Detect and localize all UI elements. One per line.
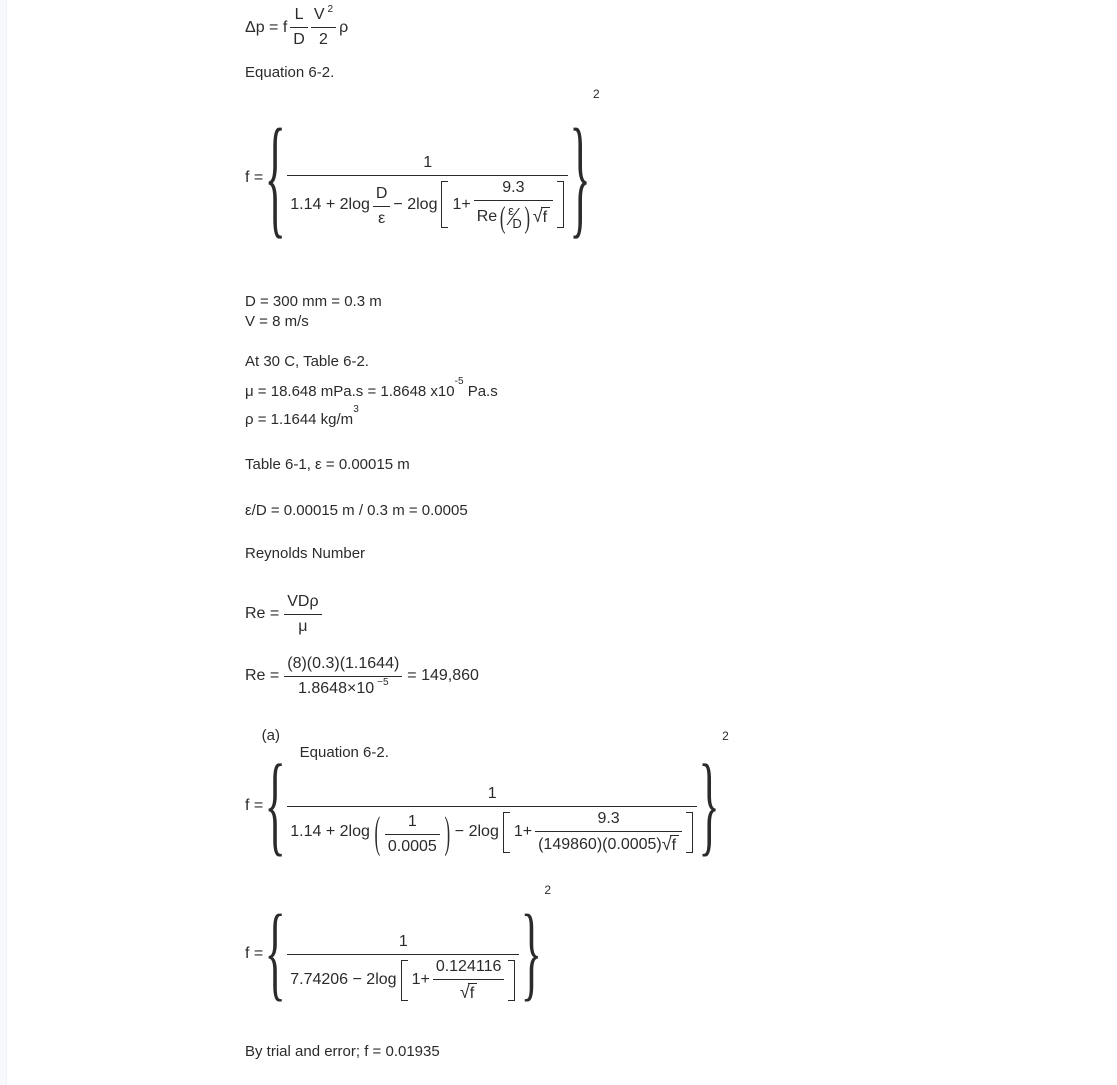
exponent: 2 — [327, 3, 334, 15]
fraction-bar — [372, 206, 391, 207]
reynolds-result: = 149,860 — [407, 667, 479, 684]
part-a-caption: Equation 6-2. — [299, 744, 389, 761]
exponent: -5 — [454, 376, 464, 387]
fraction-bar — [284, 613, 322, 615]
friction-equation-numeric: f = { 1 1.14 + 2log ( 1 0.0005 ) − 2log … — [245, 729, 729, 880]
friction-eq-lhs: f = — [245, 797, 264, 814]
friction-equation-reduced: f = { 1 7.74206 − 2log 1+ 0.124116 √ f — [245, 883, 552, 1022]
reynolds-definition-equation: Re = VDρ μ — [245, 585, 322, 643]
right-curly-brace: } — [569, 101, 591, 252]
given-d-line: D = 300 mm = 0.3 m — [245, 293, 382, 310]
fraction-D-over-eps: D ε — [372, 185, 391, 228]
viscosity-line: μ = 18.648 mPa.s = 1.8648 x10-5 Pa.s — [245, 376, 498, 400]
main-fraction: 1 7.74206 − 2log 1+ 0.124116 √ f — [287, 933, 520, 1003]
left-square-bracket — [441, 181, 449, 228]
fraction-bar — [473, 200, 554, 201]
sqrt-f: √ f — [459, 982, 478, 1003]
sqrt-f: √ f — [532, 206, 551, 227]
relative-roughness-line: ε/D = 0.00015 m / 0.3 m = 0.0005 — [245, 502, 468, 519]
given-v-line: V = 8 m/s — [245, 313, 309, 330]
right-paren: ) — [444, 807, 451, 858]
right-curly-brace: } — [698, 742, 720, 868]
fraction-bar — [287, 175, 569, 176]
left-curly-brace: { — [264, 894, 286, 1012]
reynolds-calculation-equation: Re = (8)(0.3)(1.1644) 1.8648×10−5 = 149,… — [245, 654, 479, 698]
right-curly-brace: } — [520, 894, 542, 1012]
fraction-VDrho-over-mu: VDρ μ — [284, 593, 322, 636]
properties-header: At 30 C, Table 6-2. — [245, 353, 369, 370]
exponent: −5 — [377, 677, 389, 688]
fraction-1-over-00005: 1 0.0005 — [384, 813, 440, 856]
right-paren: ) — [524, 199, 531, 235]
outer-exponent: 2 — [593, 87, 600, 101]
left-square-bracket — [400, 960, 408, 1001]
page-left-edge — [0, 0, 7, 1085]
fraction-bar — [535, 831, 683, 833]
friction-eq-lhs: f = — [245, 945, 264, 962]
outer-exponent: 2 — [722, 729, 729, 743]
part-a-line: (a) Equation 6-2. — [245, 710, 389, 778]
left-curly-brace: { — [264, 742, 286, 868]
denominator: 1.14 + 2log D ε − 2log 1+ 9.3 Re ( — [287, 179, 568, 235]
fraction-L-over-D: L D — [290, 6, 308, 49]
pressure-eq-rho: ρ — [339, 18, 349, 36]
fraction-bar — [384, 833, 440, 835]
fraction-bar — [287, 806, 698, 808]
left-square-bracket — [502, 812, 510, 853]
inner-fraction: 0.124116 √ f — [432, 958, 505, 1003]
eps-over-D-slanted: ε ∕ D — [508, 202, 522, 231]
fraction-bar — [310, 27, 337, 28]
radical-icon: √ — [661, 834, 672, 855]
inner-fraction: 9.3 Re ( ε ∕ D ) √ f — [473, 179, 554, 235]
outer-exponent: 2 — [544, 883, 552, 897]
left-paren: ( — [499, 199, 506, 235]
equation-6-2-caption: Equation 6-2. — [245, 64, 335, 81]
exponent: 3 — [353, 404, 359, 415]
right-square-bracket — [686, 812, 694, 853]
denominator: 1.14 + 2log ( 1 0.0005 ) − 2log 1+ 9.3 (… — [287, 807, 697, 858]
right-square-bracket — [557, 181, 565, 228]
radical-icon: √ — [459, 982, 470, 1003]
fraction-bar — [284, 675, 403, 677]
sqrt-f: √ f — [661, 834, 680, 855]
roughness-line: Table 6-1, ε = 0.00015 m — [245, 456, 410, 473]
part-a-label: (a) — [261, 727, 281, 744]
reynolds-header: Reynolds Number — [245, 545, 366, 562]
fraction-bar — [287, 954, 520, 956]
main-fraction: 1 1.14 + 2log ( 1 0.0005 ) − 2log 1+ 9.3 — [287, 785, 698, 858]
pressure-eq-lhs: Δp = f — [245, 18, 288, 36]
fraction-bar — [432, 979, 505, 981]
reynolds-fraction: (8)(0.3)(1.1644) 1.8648×10−5 — [284, 655, 403, 698]
friction-equation-general: f = { 1 1.14 + 2log D ε − 2log 1+ 9.3 — [245, 87, 600, 266]
conclusion-line: By trial and error; f = 0.01935 — [245, 1043, 440, 1060]
denominator: 7.74206 − 2log 1+ 0.124116 √ f — [287, 958, 519, 1003]
fraction-bar — [290, 27, 308, 28]
inner-fraction: 9.3 (149860)(0.0005) √ f — [535, 810, 683, 855]
left-curly-brace: { — [264, 101, 286, 252]
left-paren: ( — [374, 807, 381, 858]
right-square-bracket — [508, 960, 516, 1001]
radical-icon: √ — [532, 206, 543, 227]
friction-eq-lhs: f = — [245, 169, 264, 186]
density-line: ρ = 1.1644 kg/m3 — [245, 404, 359, 428]
main-fraction: 1 1.14 + 2log D ε − 2log 1+ 9.3 Re ( — [287, 154, 569, 235]
